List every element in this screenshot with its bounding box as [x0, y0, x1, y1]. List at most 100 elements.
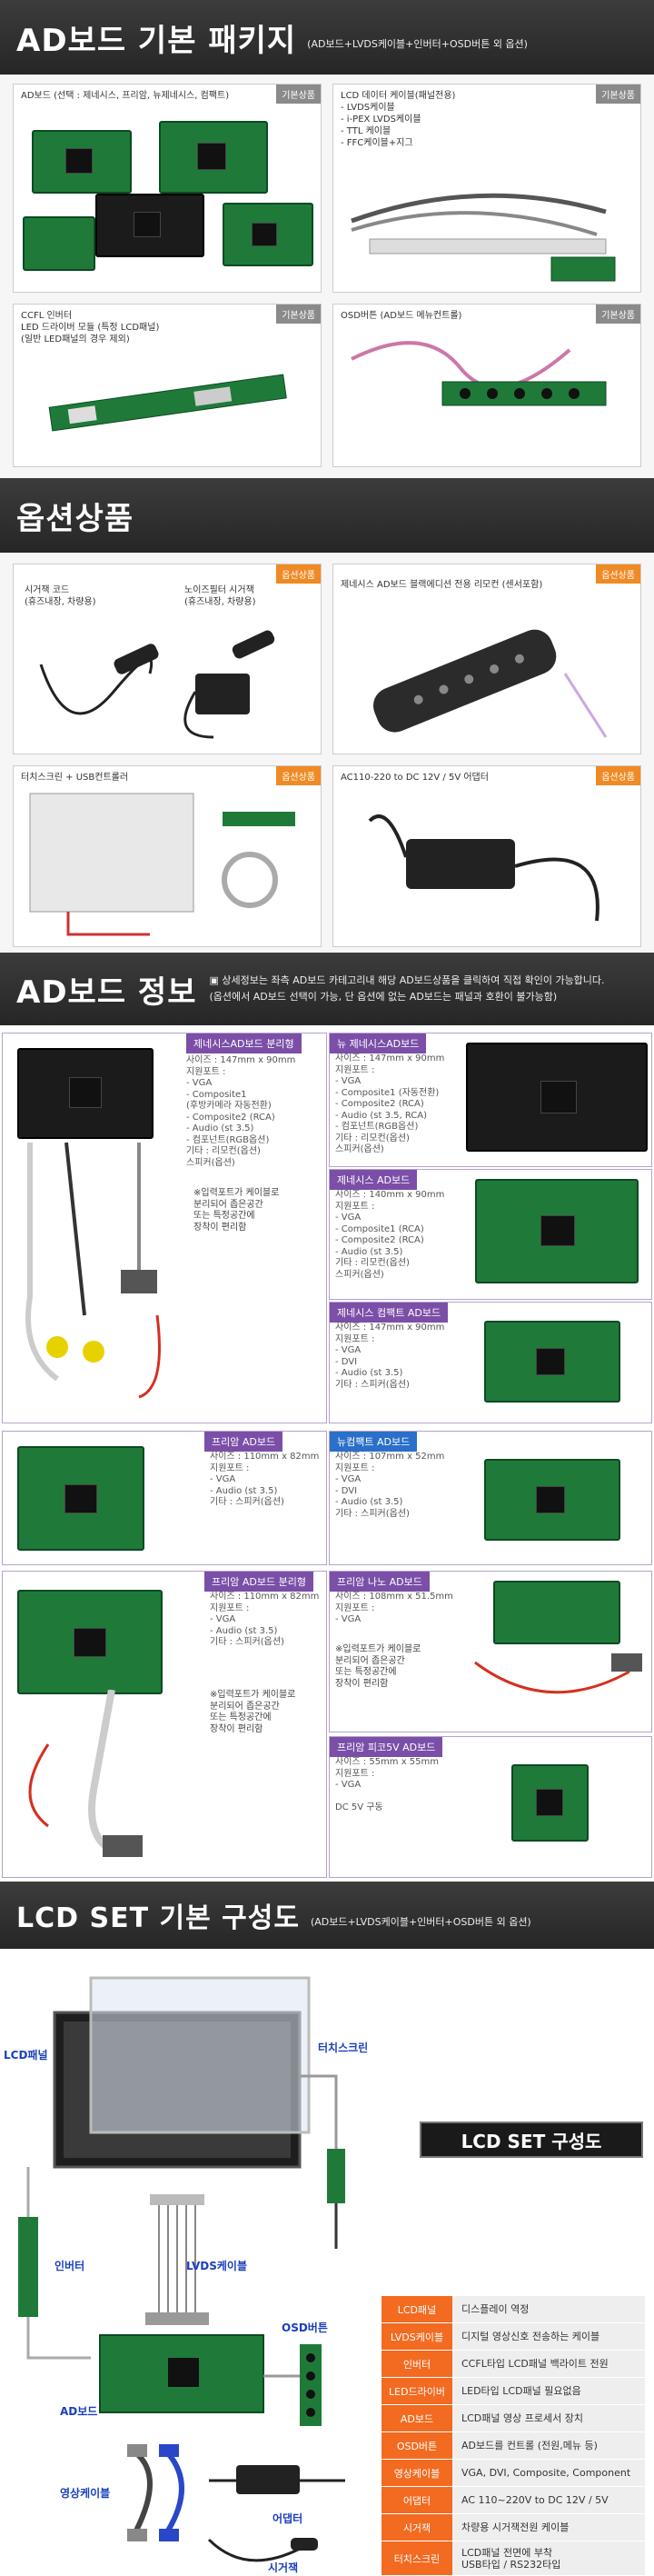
- board-spec: 사이즈 : 110mm x 82mm 지원포트 : - VGA - Audio …: [210, 1452, 320, 1507]
- options-title: 옵션상품: [16, 500, 134, 537]
- adinfo-title: AD보드 정보: [16, 973, 197, 1011]
- legend-value: 차량용 시거잭전원 케이블: [452, 2514, 645, 2541]
- card-text: LCD 데이터 케이블(패널전용) - LVDS케이블 - i-PEX LVDS…: [341, 91, 456, 148]
- board-photo: [17, 1446, 144, 1551]
- board-image: [32, 130, 132, 194]
- board-title: 뉴 제네시스AD보드: [330, 1033, 427, 1053]
- board-photo: [484, 1321, 620, 1403]
- touch-text: 터치스크린 + USB컨트롤러: [21, 773, 129, 783]
- board-spec: 사이즈 : 107mm x 52mm 지원포트 : - VGA - DVI - …: [335, 1452, 445, 1519]
- lcdset-subtitle: (AD보드+LVDS케이블+인버터+OSD버튼 외 옵션): [310, 1916, 531, 1928]
- card-cigar: 옵션상품 시거잭 코드 (휴즈내장, 차량용) 노이즈필터 시거잭 (휴즈내장,…: [13, 564, 322, 754]
- label-osd: OSD버튼: [282, 2321, 328, 2334]
- legend-value: LCD패널 영상 프로세서 장치: [452, 2405, 645, 2431]
- board-card-new-compact: 뉴컴팩트 AD보드 사이즈 : 107mm x 52mm 지원포트 : - VG…: [329, 1431, 652, 1565]
- cigar-cable-image: [39, 630, 275, 739]
- board-image: [223, 203, 313, 266]
- options-section: 옵션상품 시거잭 코드 (휴즈내장, 차량용) 노이즈필터 시거잭 (휴즈내장,…: [0, 553, 654, 953]
- legend-value: 디지털 영상신호 전송하는 케이블: [452, 2323, 645, 2350]
- card-inverter: 기본상품 CCFL 인버터 LED 드라이버 모듈 (특정 LCD패널) (일반…: [13, 304, 322, 467]
- legend-value: 디스플레이 역정: [452, 2296, 645, 2322]
- board-note: ※입력포트가 케이블로 분리되어 좁은공간 또는 특정공간에 장착이 편리함: [193, 1188, 280, 1233]
- split-cable-image: [25, 1142, 161, 1399]
- board-title: 제네시스 컴팩트 AD보드: [330, 1303, 449, 1323]
- card-adapter: 옵션상품 AC110-220 to DC 12V / 5V 어댑터: [332, 765, 641, 947]
- board-card-new-genesis: 뉴 제네시스AD보드 사이즈 : 147mm x 90mm 지원포트 : - V…: [329, 1033, 652, 1167]
- board-card-priam: 프리암 AD보드 사이즈 : 110mm x 82mm 지원포트 : - VGA…: [2, 1431, 327, 1565]
- board-title: 프리암 AD보드 분리형: [204, 1572, 313, 1592]
- basic-tag: 기본상품: [596, 85, 640, 104]
- card-osd: 기본상품 OSD버튼 (AD보드 메뉴컨트롤): [332, 304, 641, 467]
- card-text: CCFL 인버터 LED 드라이버 모듈 (특정 LCD패널) (일반 LED패…: [21, 311, 160, 344]
- card-adboard: 기본상품 AD보드 (선택 : 제네시스, 프리암, 뉴제네시스, 컴팩트): [13, 84, 322, 293]
- board-spec: 사이즈 : 147mm x 90mm 지원포트 : - VGA - DVI - …: [335, 1323, 445, 1390]
- osd-button-image: [351, 341, 607, 406]
- label-lcd-panel: LCD패널: [4, 2049, 48, 2062]
- board-photo: [17, 1048, 154, 1139]
- board-note: ※입력포트가 케이블로 분리되어 좁은공간 또는 특정공간에 장착이 편리함: [335, 1644, 421, 1689]
- adapter-text: AC110-220 to DC 12V / 5V 어댑터: [341, 773, 489, 783]
- board-card-genesis: 제네시스 AD보드 사이즈 : 140mm x 90mm 지원포트 : - VG…: [329, 1169, 652, 1300]
- label-cigar: 시거잭: [268, 2561, 299, 2574]
- adinfo-note: (옵션에서 AD보드 선택이 가능, 단 옵션에 없는 AD보드는 패널과 호환…: [209, 991, 558, 1003]
- card-lvds: 기본상품 LCD 데이터 케이블(패널전용) - LVDS케이블 - i-PEX…: [332, 84, 641, 293]
- label-touchscreen: 터치스크린: [318, 2042, 369, 2054]
- legend-value: VGA, DVI, Composite, Component: [452, 2460, 645, 2486]
- header-band: AD보드 기본 패키지 (AD보드+LVDS케이블+인버터+OSD버튼 외 옵션…: [0, 0, 654, 75]
- lcdset-band: LCD SET 기본 구성도 (AD보드+LVDS케이블+인버터+OSD버튼 외…: [0, 1882, 654, 1949]
- board-title: 뉴컴팩트 AD보드: [330, 1432, 418, 1452]
- label-adapter: 어댑터: [272, 2512, 303, 2525]
- board-spec: 사이즈 : 147mm x 90mm 지원포트 : - VGA - Compos…: [335, 1053, 445, 1154]
- board-title: 프리암 피코5V AD보드: [330, 1737, 443, 1757]
- basic-tag: 기본상품: [276, 305, 321, 324]
- lcdset-badge: LCD SET 구성도: [420, 2122, 643, 2158]
- legend-key: LVDS케이블: [382, 2323, 452, 2350]
- option-tag: 옵션상품: [276, 766, 321, 785]
- option-tag: 옵션상품: [596, 564, 640, 584]
- legend-key: 시거잭: [382, 2514, 452, 2541]
- adinfo-note: ▣ 상세정보는 좌측 AD보드 카테고리내 해당 AD보드상품을 클릭하여 직접…: [209, 974, 605, 986]
- card-remote: 옵션상품 제네시스 AD보드 블랙에디션 전용 리모컨 (센서포함): [332, 564, 641, 754]
- board-card-genesis-split: 제네시스AD보드 분리형 사이즈 : 147mm x 90mm 지원포트 : -…: [2, 1033, 327, 1423]
- adinfo-notes: ▣ 상세정보는 좌측 AD보드 카테고리내 해당 AD보드상품을 클릭하여 직접…: [210, 973, 605, 1005]
- label-adboard: AD보드: [60, 2405, 98, 2418]
- board-title: 제네시스 AD보드: [330, 1170, 418, 1190]
- card-text: OSD버튼 (AD보드 메뉴컨트롤): [341, 311, 462, 321]
- adinfo-band: AD보드 정보 ▣ 상세정보는 좌측 AD보드 카테고리내 해당 AD보드상품을…: [0, 953, 654, 1025]
- board-title: 프리암 나노 AD보드: [330, 1572, 430, 1592]
- board-photo: [484, 1459, 620, 1541]
- board-card-priam-pico: 프리암 피코5V AD보드 사이즈 : 55mm x 55mm 지원포트 : -…: [329, 1736, 652, 1878]
- adinfo-section: 제네시스AD보드 분리형 사이즈 : 147mm x 90mm 지원포트 : -…: [0, 1025, 654, 1882]
- board-photo: [511, 1764, 589, 1842]
- lvds-cable-image: [351, 193, 616, 282]
- options-band: 옵션상품: [0, 478, 654, 553]
- remote-text: 제네시스 AD보드 블랙에디션 전용 리모컨 (센서포함): [341, 580, 543, 590]
- board-card-genesis-compact: 제네시스 컴팩트 AD보드 사이즈 : 147mm x 90mm 지원포트 : …: [329, 1302, 652, 1423]
- card-text: AD보드 (선택 : 제네시스, 프리암, 뉴제네시스, 컴팩트): [21, 91, 230, 101]
- label-video-cable: 영상케이블: [60, 2487, 111, 2500]
- board-photo: [17, 1590, 163, 1694]
- legend-value: AC 110~220V to DC 12V / 5V: [452, 2487, 645, 2513]
- legend-value: LED타입 LCD패널 필요없음: [452, 2378, 645, 2404]
- legend-key: 어댑터: [382, 2487, 452, 2513]
- inverter-image: [48, 374, 287, 432]
- label-inverter: 인버터: [54, 2260, 85, 2272]
- split-cable-image: [28, 1690, 143, 1857]
- legend-key: AD보드: [382, 2405, 452, 2431]
- option-tag: 옵션상품: [596, 766, 640, 785]
- label-lvds: LVDS케이블: [186, 2260, 248, 2272]
- board-image: [23, 216, 95, 271]
- board-photo: [466, 1043, 648, 1152]
- legend-key: LED드라이버: [382, 2378, 452, 2404]
- page-title: AD보드 기본 패키지: [16, 22, 297, 59]
- basic-section: 기본상품 AD보드 (선택 : 제네시스, 프리암, 뉴제네시스, 컴팩트) 기…: [0, 75, 654, 478]
